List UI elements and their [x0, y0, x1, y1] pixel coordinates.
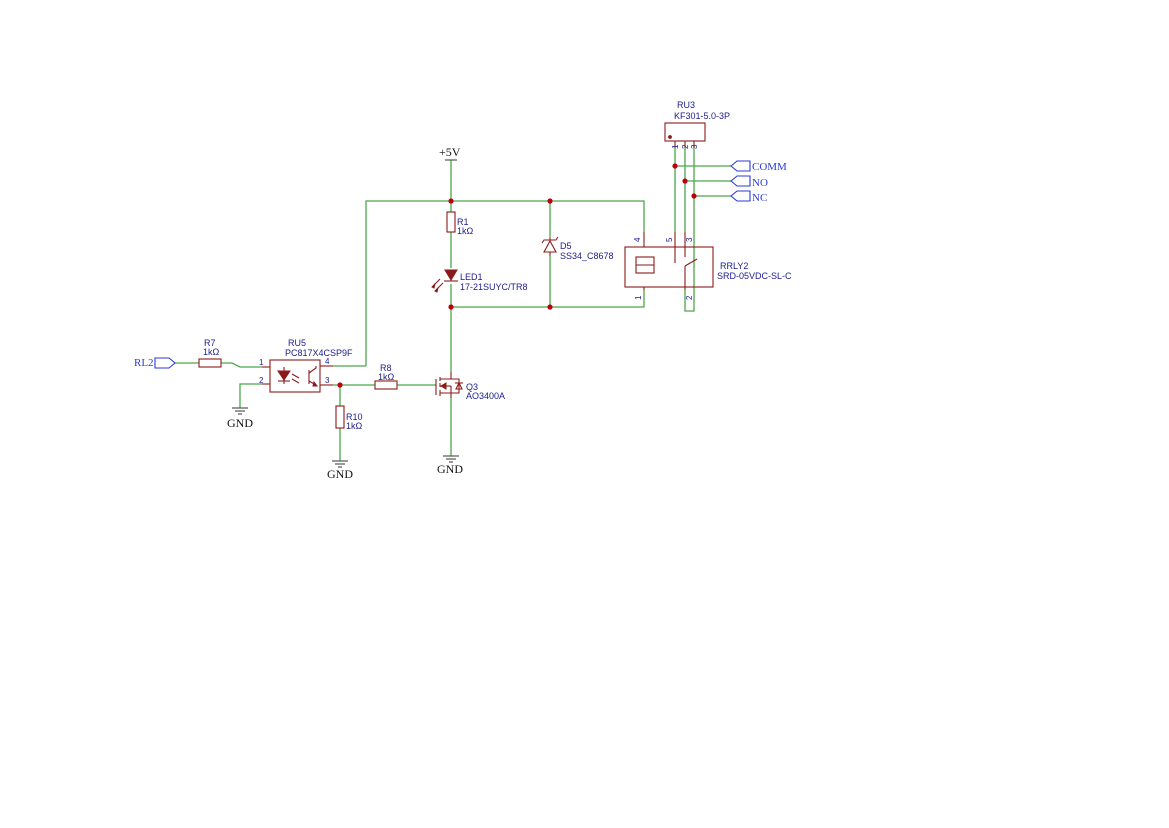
net-label-comm: COMM — [752, 161, 787, 173]
gnd-label: GND — [437, 462, 463, 476]
junctions — [337, 163, 697, 388]
junction-dot — [448, 198, 454, 204]
terminal-block-ru3: 1 2 3 RU3 KF301-5.0-3P — [664, 100, 730, 149]
led1-ref: LED1 — [460, 272, 483, 282]
ru3-pin-1: 1 — [671, 144, 680, 149]
rrly2-pin-2: 2 — [685, 295, 694, 300]
rrly2-pin-3: 3 — [685, 237, 694, 242]
resistor-r10: R10 1kΩ — [335, 405, 363, 431]
junction-dot — [448, 304, 454, 310]
relay-rrly2: 4 5 3 1 2 RRLY2 SRD-05VDC-SL-C — [624, 232, 792, 300]
ru3-pin-2: 2 — [681, 144, 690, 149]
diode-d5: D5 SS34_C8678 — [541, 236, 614, 261]
rrly2-value: SRD-05VDC-SL-C — [717, 271, 792, 281]
junction-dot — [337, 382, 343, 388]
ru3-ref: RU3 — [677, 100, 695, 110]
net-label-rl2: RL2 — [134, 357, 154, 369]
gnd-symbol-3: GND — [437, 455, 463, 476]
resistor-r1: R1 1kΩ — [446, 211, 474, 236]
wires — [175, 148, 731, 461]
net-port-rl2: RL2 — [134, 357, 176, 369]
rrly2-pin-1: 1 — [634, 295, 643, 300]
q3-value: AO3400A — [466, 391, 505, 401]
resistor-r7: R7 1kΩ — [198, 338, 222, 368]
mosfet-q3: Q3 AO3400A — [435, 372, 505, 401]
ru5-pin-1: 1 — [259, 358, 264, 367]
gnd-symbol-1: GND — [227, 407, 253, 430]
r8-value: 1kΩ — [378, 372, 395, 382]
r1-value: 1kΩ — [457, 226, 474, 236]
d5-value: SS34_C8678 — [560, 251, 614, 261]
r8-ref: R8 — [380, 363, 392, 373]
gnd-label: GND — [227, 416, 253, 430]
net-label-nc: NC — [752, 192, 767, 204]
r1-ref: R1 — [457, 217, 469, 227]
led-led1: LED1 17-21SUYC/TR8 — [431, 269, 528, 293]
ru5-ref: RU5 — [288, 338, 306, 348]
junction-dot — [547, 304, 553, 310]
d5-ref: D5 — [560, 241, 572, 251]
resistor-r8: R8 1kΩ — [374, 363, 398, 390]
vcc-label: +5V — [439, 145, 461, 159]
net-label-no: NO — [752, 177, 768, 189]
net-port-comm: COMM — [730, 160, 787, 173]
r7-value: 1kΩ — [203, 347, 220, 357]
ru3-pin-3: 3 — [690, 144, 699, 149]
ru5-pin-2: 2 — [259, 376, 264, 385]
rrly2-ref: RRLY2 — [720, 261, 748, 271]
junction-dot — [682, 178, 688, 184]
junction-dot — [672, 163, 678, 169]
rrly2-pin-5: 5 — [665, 237, 674, 242]
ru5-pin-3: 3 — [325, 376, 330, 385]
gnd-label: GND — [327, 467, 353, 481]
junction-dot — [547, 198, 553, 204]
led1-value: 17-21SUYC/TR8 — [460, 282, 528, 292]
gnd-symbol-2: GND — [327, 460, 353, 481]
r7-ref: R7 — [204, 338, 216, 348]
r10-value: 1kΩ — [346, 421, 363, 431]
ru5-pin-4: 4 — [325, 357, 330, 366]
junction-dot — [691, 193, 697, 199]
ru5-value: PC817X4CSP9F — [285, 348, 353, 358]
r10-ref: R10 — [346, 412, 363, 422]
rrly2-pin-4: 4 — [633, 237, 642, 242]
q3-ref: Q3 — [466, 382, 478, 392]
net-port-no: NO — [730, 175, 768, 189]
net-port-nc: NC — [730, 190, 767, 204]
optocoupler-ru5: 1 2 3 4 RU5 PC817X4CSP9F — [259, 338, 353, 393]
vcc-symbol: +5V — [439, 145, 461, 161]
ru3-value: KF301-5.0-3P — [674, 111, 730, 121]
